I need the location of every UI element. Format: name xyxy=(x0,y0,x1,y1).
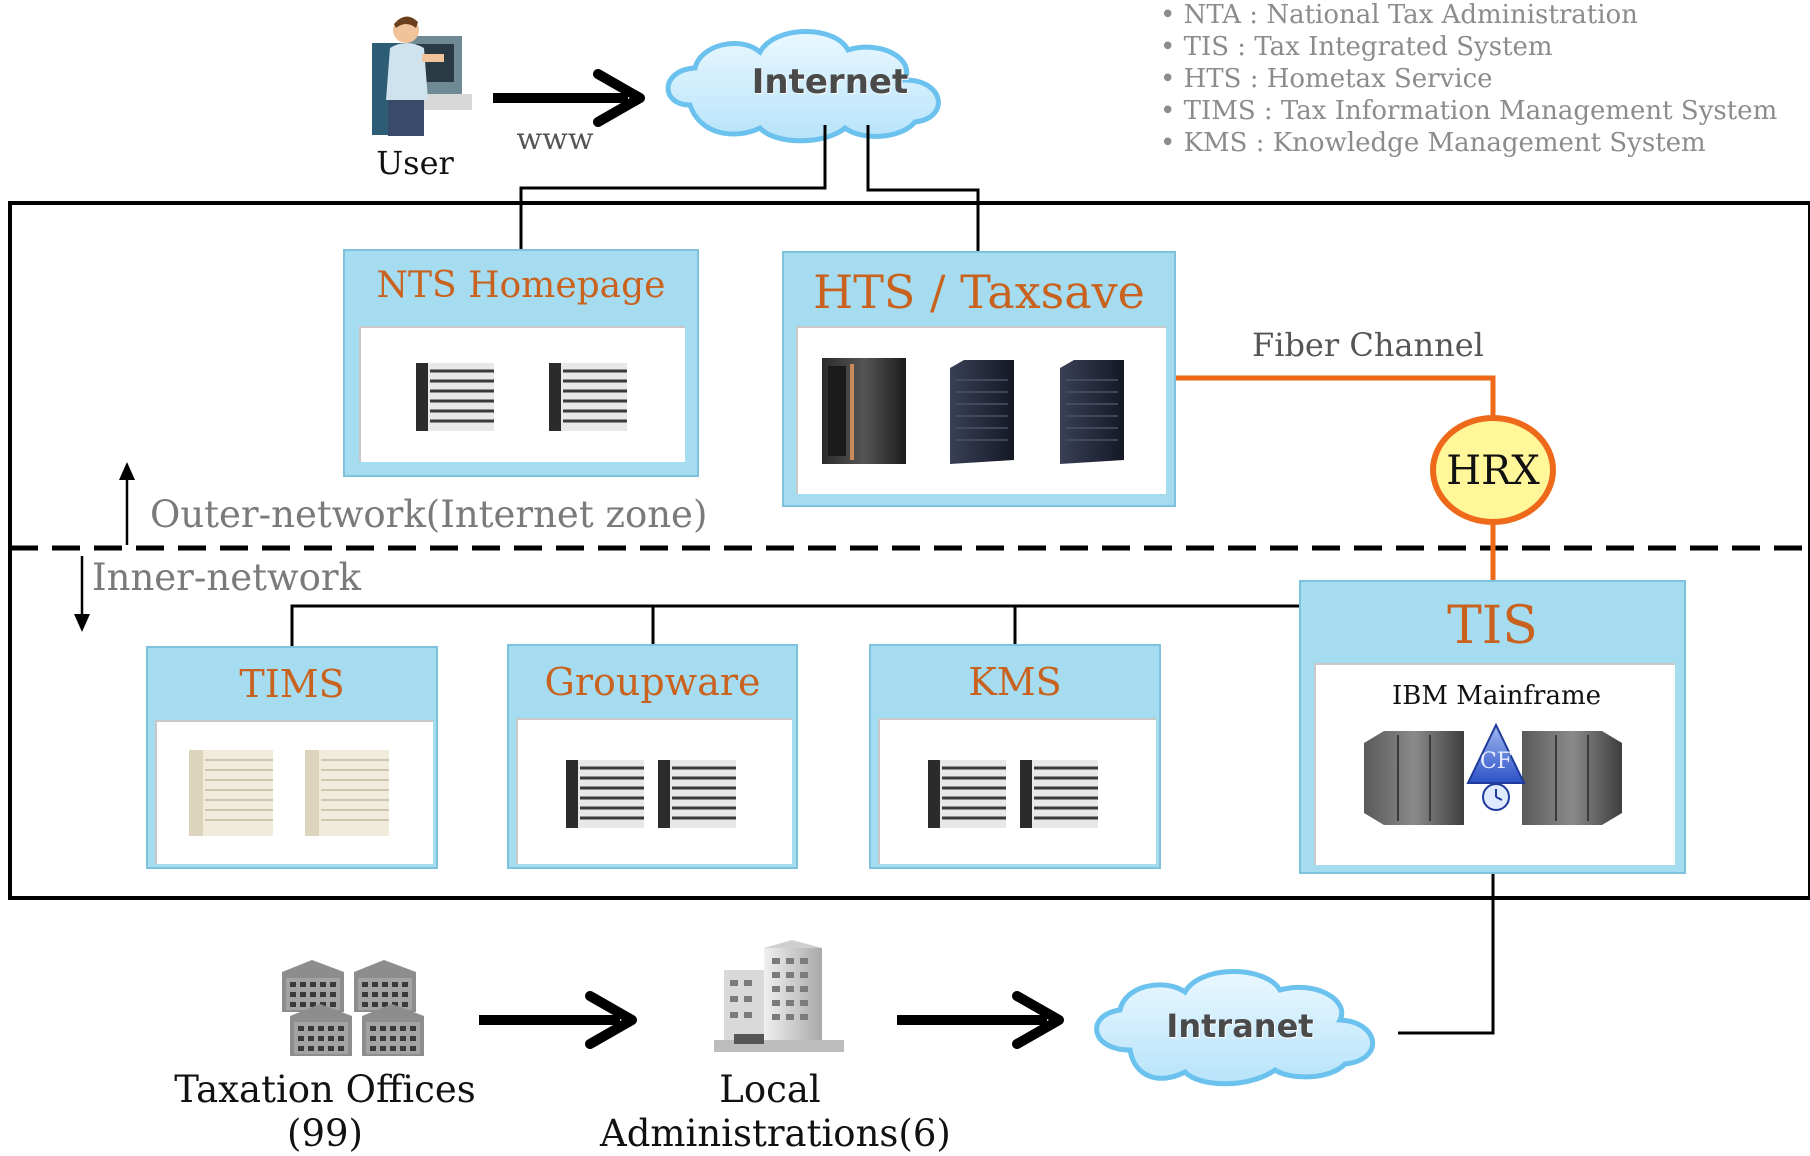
outer-network-label: Outer-network(Internet zone) xyxy=(150,493,708,536)
rack-server-icons xyxy=(416,363,627,431)
ibm-mainframe-label: IBM Mainframe xyxy=(1391,681,1602,711)
link-internet-hts xyxy=(866,125,980,251)
taxation-offices-line1: Taxation Offices xyxy=(174,1068,476,1111)
tims-title: TIMS xyxy=(239,662,345,706)
user-at-computer-icon xyxy=(372,16,472,136)
intranet-label: Intranet xyxy=(1166,1007,1314,1045)
link-tis-intranet xyxy=(1398,873,1495,1035)
fiber-channel-label: Fiber Channel xyxy=(1252,326,1484,364)
legend-item-nta: • NTA : National Tax Administration xyxy=(1160,0,1638,30)
cf-label: CF xyxy=(1479,749,1513,774)
hts-taxsave-panel: HTS / Taxsave xyxy=(782,251,1176,507)
tims-panel: TIMS xyxy=(146,646,438,869)
taxation-offices-label: Taxation Offices (99) xyxy=(160,1068,490,1156)
local-administrations-line1: Local xyxy=(719,1068,821,1111)
tis-mainframe-area: IBM Mainframe CF xyxy=(1314,663,1675,865)
kms-title: KMS xyxy=(968,660,1062,704)
hts-taxsave-title: HTS / Taxsave xyxy=(813,265,1145,319)
user-label: User xyxy=(376,144,454,182)
kms-panel: KMS xyxy=(869,644,1161,869)
intranet-cloud-icon xyxy=(1094,969,1376,1087)
offices-to-local-arrow xyxy=(479,991,637,1049)
rack-server-icons xyxy=(928,760,1098,828)
kms-servers xyxy=(878,718,1156,864)
nts-homepage-servers xyxy=(359,326,685,462)
www-label: www xyxy=(516,122,594,157)
internet-label: Internet xyxy=(751,62,909,102)
hrx-label: HRX xyxy=(1446,448,1540,494)
link-internet-nts xyxy=(519,125,827,249)
local-administrations-label: Local Administrations(6) xyxy=(600,1068,951,1156)
tower-server-icons xyxy=(822,358,1124,464)
outer-zone-arrow xyxy=(119,462,135,545)
www-arrow xyxy=(493,69,645,127)
storage-cabinet-icons xyxy=(189,750,389,836)
rack-server-icons xyxy=(566,760,736,828)
ibm-mainframe-icon xyxy=(1364,722,1622,825)
sysplex-timer-clock-icon xyxy=(1482,783,1510,811)
local-to-intranet-arrow xyxy=(897,991,1064,1049)
inner-zone-arrow xyxy=(74,556,90,632)
nts-homepage-title: NTS Homepage xyxy=(376,265,666,306)
taxation-offices-buildings-icon xyxy=(282,960,424,1056)
hts-taxsave-servers xyxy=(796,326,1166,494)
inner-bus-link xyxy=(290,604,1301,646)
legend-item-hts: • HTS : Hometax Service xyxy=(1160,64,1493,94)
local-administrations-line2: Administrations(6) xyxy=(600,1112,951,1155)
internet-cloud-icon xyxy=(665,29,941,144)
taxation-offices-line2: (99) xyxy=(287,1112,363,1155)
tims-servers xyxy=(155,720,433,864)
groupware-panel: Groupware xyxy=(507,644,798,869)
tis-panel: TIS IBM Mainframe CF xyxy=(1299,580,1686,874)
hrx-switch-node xyxy=(1430,415,1556,525)
legend-item-tims: • TIMS : Tax Information Management Syst… xyxy=(1160,96,1778,126)
legend-item-tis: • TIS : Tax Integrated System xyxy=(1160,32,1553,62)
fiber-channel-link xyxy=(1176,375,1496,418)
inner-network-label: Inner-network xyxy=(92,556,362,599)
nts-homepage-panel: NTS Homepage xyxy=(343,249,699,477)
local-administration-building-icon xyxy=(714,940,844,1052)
tis-title: TIS xyxy=(1447,596,1538,656)
groupware-servers xyxy=(516,718,792,864)
groupware-title: Groupware xyxy=(544,660,761,704)
legend-item-kms: • KMS : Knowledge Management System xyxy=(1160,128,1706,158)
